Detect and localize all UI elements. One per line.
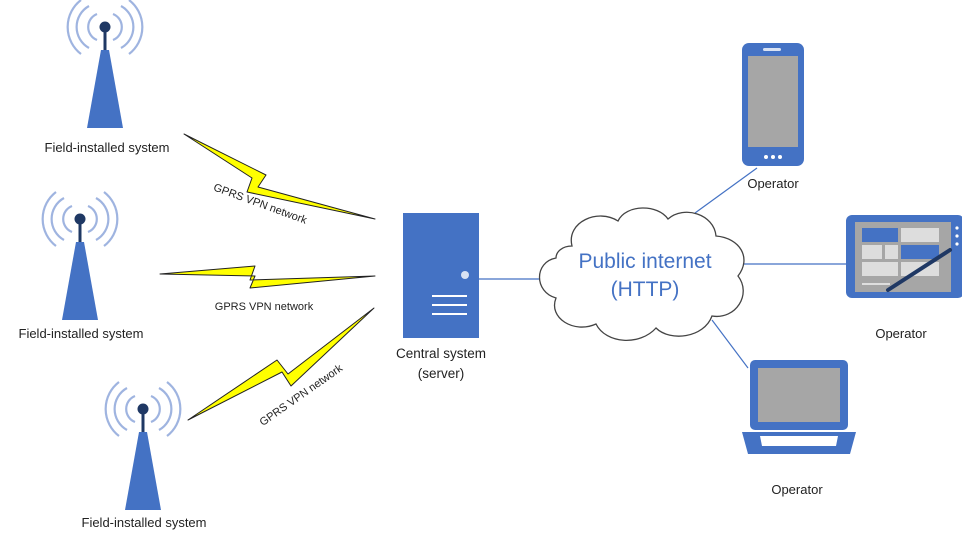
operator-label-2: Operator (875, 326, 927, 341)
cloud-label-line1: Public internet (578, 250, 711, 273)
link-phone (694, 167, 758, 214)
server-icon (403, 213, 479, 338)
server-label-line1: Central system (396, 346, 486, 361)
cloud-label-line2: (HTTP) (611, 278, 680, 301)
gprs-label-2: GPRS VPN network (215, 301, 314, 313)
field-system-label-1: Field-installed system (45, 140, 170, 155)
field-tower-2-icon (41, 190, 119, 322)
laptop-icon (742, 360, 856, 454)
server-label-line2: (server) (418, 366, 465, 381)
lightning-bolt-1-icon (183, 133, 376, 220)
operator-label-1: Operator (747, 176, 799, 191)
field-tower-1-icon (66, 0, 144, 130)
tablet-icon (846, 215, 962, 298)
field-system-label-3: Field-installed system (82, 515, 207, 530)
field-system-label-2: Field-installed system (19, 326, 144, 341)
lightning-bolt-3-icon (187, 307, 375, 421)
smartphone-icon (742, 43, 804, 166)
operator-label-3: Operator (771, 482, 823, 497)
link-laptop (711, 319, 749, 369)
lightning-bolt-2-icon (159, 265, 376, 289)
cloud-icon (539, 207, 745, 341)
field-tower-3-icon (104, 380, 182, 512)
